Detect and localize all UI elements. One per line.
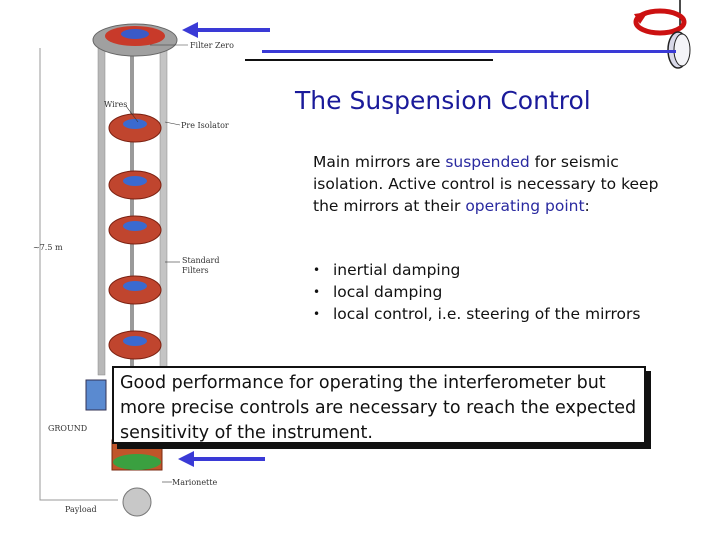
intro-paragraph: Main mirrors are suspended for seismic i… (313, 151, 683, 217)
keyword-operating-point: operating point (465, 197, 585, 215)
control-list: inertial damping local damping local con… (313, 259, 673, 325)
header-rule-dark (245, 59, 493, 61)
para-text-2: for seismic isolation. Active control is… (313, 153, 659, 215)
list-item: inertial damping (313, 259, 673, 281)
header-rule-blue (262, 50, 676, 53)
para-text-3: : (584, 197, 590, 215)
label-filter-zero: Filter Zero (190, 41, 234, 50)
para-text-1: Main mirrors are (313, 153, 446, 171)
superattenuator-drawing (39, 22, 270, 517)
label-standard-filters: Standard Filters (182, 256, 220, 275)
label-ground: GROUND (48, 424, 88, 433)
label-wires: Wires (104, 100, 128, 109)
slide-title: The Suspension Control (295, 86, 591, 115)
keyword-suspended: suspended (445, 153, 530, 171)
suspension-illustration: Filter Zero Wires Pre Isolator ~7.5 m St… (0, 0, 280, 540)
label-marionette: Marionette (172, 478, 218, 487)
rotation-icon (622, 0, 702, 72)
callout-box: Good performance for operating the inter… (112, 366, 646, 444)
list-item: local damping (313, 281, 673, 303)
label-pre-isolator: Pre Isolator (181, 121, 229, 130)
label-payload: Payload (65, 505, 97, 514)
list-item: local control, i.e. steering of the mirr… (313, 303, 673, 325)
filter-stack (108, 113, 162, 360)
label-height: ~7.5 m (33, 243, 63, 252)
